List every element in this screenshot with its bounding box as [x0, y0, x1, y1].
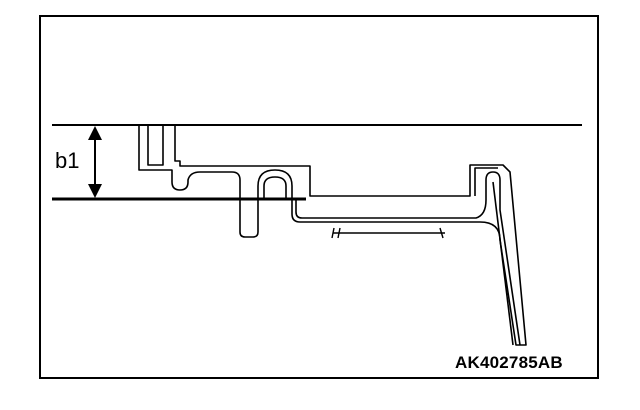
part-outline	[138, 125, 527, 346]
break-line-marks	[331, 227, 445, 239]
figure-code: AK402785AB	[455, 353, 563, 372]
dimension-label-b1: b1	[55, 148, 80, 173]
dimension-arrow	[88, 126, 102, 198]
figure-frame	[39, 15, 599, 379]
